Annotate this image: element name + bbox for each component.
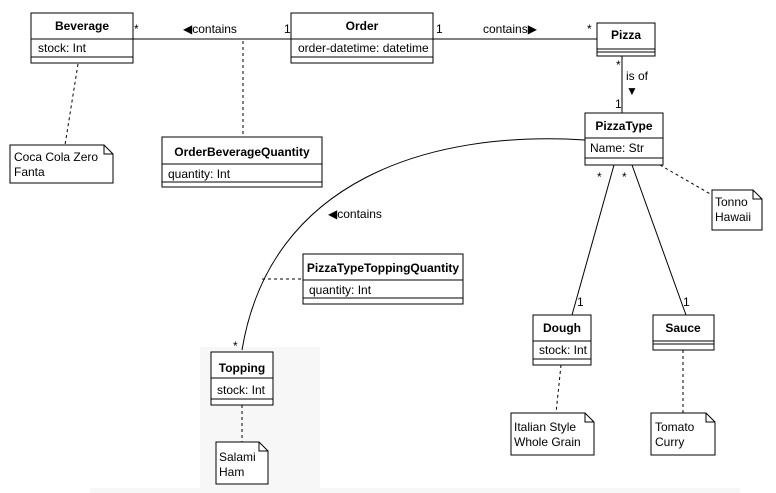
class-order[interactable]: Order order-datetime: datetime	[290, 12, 434, 64]
note-sauce-line: Tomato	[655, 420, 695, 434]
assoc-label-type-topping: ◀contains	[328, 207, 382, 221]
class-pttq-name: PizzaTypeToppingQuantity	[307, 261, 460, 275]
multiplicity-order-pizza: 1	[436, 22, 443, 36]
assoc-type-dough	[571, 164, 615, 316]
multiplicity-dough: 1	[577, 295, 584, 309]
assoc-type-topping	[241, 138, 586, 351]
note-dough-line: Italian Style	[514, 420, 576, 434]
note-topping[interactable]: Salami Ham	[215, 441, 269, 485]
note-sauce-line: Curry	[655, 435, 684, 449]
class-beverage-name: Beverage	[55, 19, 109, 33]
class-topping-attr: stock: Int	[217, 383, 266, 397]
note-pizzatype-line: Hawaii	[715, 210, 751, 224]
class-dough-name: Dough	[543, 321, 581, 335]
background-strip	[90, 488, 740, 493]
class-obq-name: OrderBeverageQuantity	[174, 145, 310, 159]
class-beverage-attr: stock: Int	[38, 41, 87, 55]
class-pizza[interactable]: Pizza	[596, 22, 656, 57]
class-sauce[interactable]: Sauce	[652, 314, 715, 351]
multiplicity-pizza-type-type: 1	[615, 97, 622, 111]
multiplicity-order-beverage: 1	[284, 22, 291, 36]
class-topping-name: Topping	[219, 361, 265, 375]
note-pizzatype[interactable]: Tonno Hawaii	[711, 189, 763, 231]
assoc-label-order-pizza: contains▶	[483, 22, 538, 36]
note-sauce[interactable]: Tomato Curry	[650, 412, 716, 456]
assoc-arrow-pizza-type: ▼	[626, 84, 638, 98]
note-dough-line: Whole Grain	[514, 435, 581, 449]
note-dough[interactable]: Italian Style Whole Grain	[510, 412, 595, 456]
assoc-type-sauce	[631, 164, 687, 316]
class-order-name: Order	[346, 19, 379, 33]
assoc-label-order-beverage: ◀contains	[183, 22, 237, 36]
class-pttq-attr: quantity: Int	[309, 283, 372, 297]
class-pizzatype-name: PizzaType	[595, 119, 652, 133]
note-topping-line: Ham	[219, 465, 244, 479]
note-beverage[interactable]: Coca Cola Zero Fanta	[9, 144, 114, 184]
multiplicity-sauce: 1	[683, 295, 690, 309]
class-order-attr: order-datetime: datetime	[298, 41, 429, 55]
class-pizzatype-topping-quantity[interactable]: PizzaTypeToppingQuantity quantity: Int	[302, 253, 464, 305]
class-topping[interactable]: Topping stock: Int	[210, 351, 274, 406]
class-beverage[interactable]: Beverage stock: Int	[30, 12, 134, 64]
class-pizza-name: Pizza	[611, 28, 641, 42]
class-dough-attr: stock: Int	[539, 343, 588, 357]
note-topping-line: Salami	[219, 450, 256, 464]
class-sauce-name: Sauce	[665, 321, 701, 335]
note-link-beverage	[64, 63, 79, 146]
multiplicity-pizza-type-pizza: *	[616, 58, 621, 72]
multiplicity-pizza: *	[587, 22, 592, 36]
multiplicity-beverage: *	[134, 22, 139, 36]
note-link-dough	[555, 364, 562, 414]
note-pizzatype-line: Tonno	[715, 195, 748, 209]
multiplicity-type-dough: *	[597, 170, 602, 184]
note-beverage-line: Fanta	[14, 165, 45, 179]
class-dough[interactable]: Dough stock: Int	[532, 314, 592, 366]
multiplicity-topping: *	[233, 339, 238, 353]
note-link-pizzatype	[659, 164, 713, 196]
class-order-beverage-quantity[interactable]: OrderBeverageQuantity quantity: Int	[161, 136, 323, 188]
class-pizzatype-attr: Name: Str	[590, 141, 644, 155]
note-beverage-line: Coca Cola Zero	[14, 150, 98, 164]
assoc-label-pizza-type: is of	[626, 69, 649, 83]
class-pizzatype[interactable]: PizzaType Name: Str	[584, 112, 664, 166]
class-obq-attr: quantity: Int	[168, 167, 231, 181]
multiplicity-type-sauce: *	[622, 170, 627, 184]
